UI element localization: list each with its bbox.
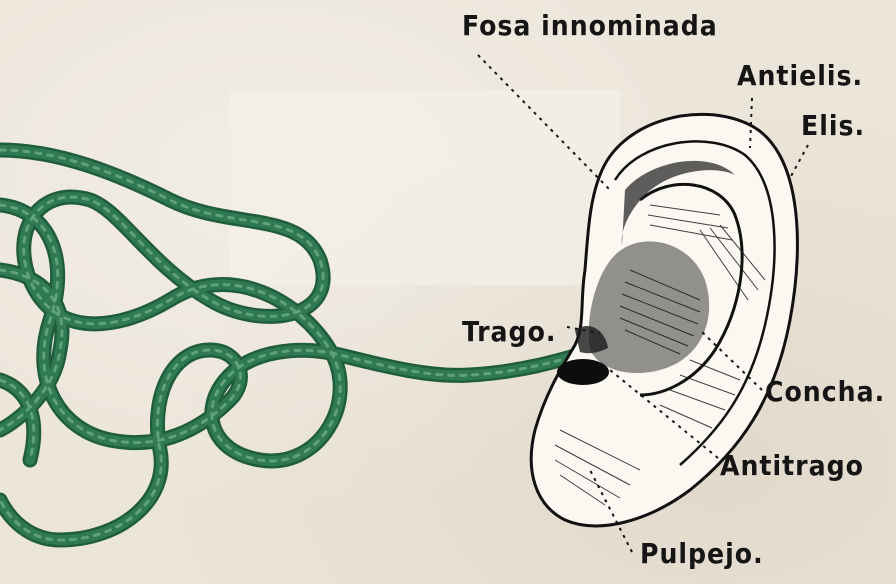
label-antielis: Antielis. bbox=[737, 62, 863, 90]
ear-canal bbox=[557, 359, 609, 385]
label-fosa-innominada: Fosa innominada bbox=[462, 12, 718, 40]
label-pulpejo: Pulpejo. bbox=[640, 540, 764, 568]
label-antitrago: Antitrago bbox=[720, 452, 864, 480]
label-elis: Elis. bbox=[801, 112, 865, 140]
label-concha: Concha. bbox=[765, 378, 885, 406]
leader-fosa bbox=[478, 55, 610, 190]
leader-elis bbox=[790, 145, 808, 178]
label-trago: Trago. bbox=[462, 318, 556, 346]
